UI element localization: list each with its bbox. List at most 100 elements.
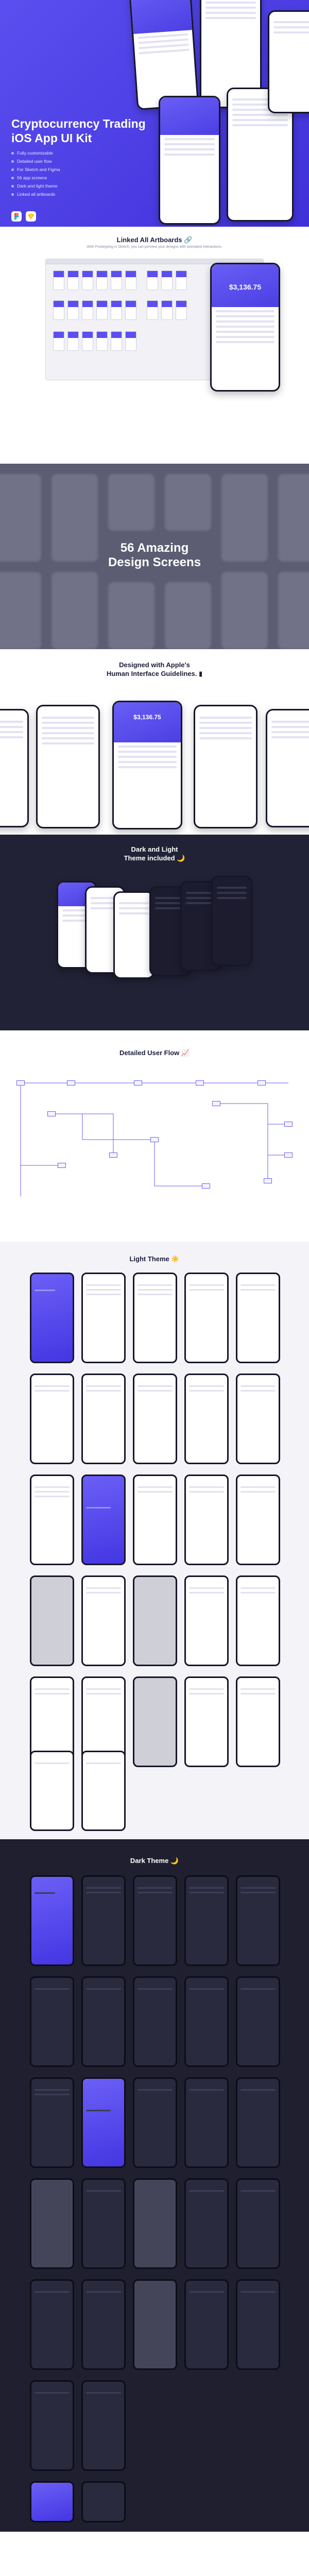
hero-section: $3,136.75 Cryptocurrency Trading iOS App… <box>0 0 309 227</box>
screen-thumb <box>184 1475 229 1565</box>
screens-title-line2: Design Screens <box>108 555 201 569</box>
artboard-thumb <box>96 300 108 320</box>
screen-thumb <box>30 2178 74 2269</box>
bullet-icon <box>11 184 14 188</box>
user-flow-section: Detailed User Flow 📈 <box>0 1030 309 1242</box>
screen-thumb <box>236 1575 280 1666</box>
screens-title-line1: 56 Amazing <box>120 541 189 555</box>
artboard-thumb <box>147 300 158 320</box>
bullet-icon <box>11 151 14 155</box>
flow-node <box>109 1153 117 1158</box>
screen-thumb <box>184 2279 229 2370</box>
artboard-thumb <box>53 331 64 351</box>
screen-thumb <box>133 1475 177 1565</box>
screen-thumb <box>30 2077 74 2168</box>
screen-thumb <box>30 1976 74 2067</box>
artboard-thumb <box>67 331 79 351</box>
sketch-icon <box>26 211 36 222</box>
screen-thumb <box>133 1273 177 1363</box>
screen-thumb <box>133 1575 177 1666</box>
screen-thumb <box>30 2481 74 2522</box>
section-title: Dark Theme 🌙 <box>130 1857 179 1865</box>
screen-thumb <box>81 2178 126 2269</box>
screen-thumb <box>133 2279 177 2370</box>
apple-icon: ▮ <box>199 670 203 677</box>
screen-thumb <box>133 2178 177 2269</box>
hero-phone-3 <box>159 96 220 225</box>
feature-item: For Sketch and Figma <box>11 167 60 172</box>
artboard-thumb <box>161 300 173 320</box>
screen-thumb <box>236 1976 280 2067</box>
feature-item: Detailed user flow <box>11 159 60 164</box>
screen-thumb <box>81 1273 126 1363</box>
bullet-icon <box>11 176 14 179</box>
light-phone-3 <box>113 891 154 979</box>
screen-thumb <box>236 2178 280 2269</box>
artboard-thumb <box>96 270 108 290</box>
artboard-thumb <box>67 270 79 290</box>
screen-thumb <box>81 2380 126 2471</box>
balance-amount: $3,136.75 <box>229 283 262 291</box>
blurred-screen <box>221 474 268 562</box>
section-title: Linked All Artboards 🔗 <box>116 236 193 244</box>
hero-phone-1: $3,136.75 <box>128 0 199 110</box>
hero-phone-4 <box>227 88 294 222</box>
flow-node <box>58 1163 66 1168</box>
bullet-icon <box>11 168 14 171</box>
hero-title-line1: Cryptocurrency Trading <box>11 117 146 130</box>
dark-light-section: Dark and Light Theme included 🌙 <box>0 835 309 1030</box>
screen-thumb <box>81 1374 126 1464</box>
screen-thumb <box>184 1374 229 1464</box>
balance-phone: $3,136.75 <box>210 263 280 392</box>
screen-thumb <box>184 1976 229 2067</box>
screen-thumb <box>184 1875 229 1966</box>
screen-thumb <box>236 1475 280 1565</box>
screen-thumb <box>184 2178 229 2269</box>
artboard-thumb <box>67 300 79 320</box>
section-title: Detailed User Flow 📈 <box>119 1049 190 1057</box>
screen-thumb <box>133 1676 177 1767</box>
dark-theme-section: Dark Theme 🌙 <box>0 1839 309 2532</box>
section-subtitle: With Prototyping in Sketch, you can prev… <box>87 245 222 249</box>
light-theme-section: Light Theme ☀️ <box>0 1242 309 1839</box>
screen-thumb <box>30 2279 74 2370</box>
blurred-screen <box>52 474 98 562</box>
screen-thumb <box>30 2380 74 2471</box>
hero-title-line2: iOS App UI Kit <box>11 131 92 145</box>
hig-phone-5 <box>266 709 309 827</box>
section-title: Light Theme ☀️ <box>129 1255 180 1263</box>
flow-node <box>284 1153 293 1158</box>
screen-thumb <box>184 1575 229 1666</box>
artboard-thumb <box>111 331 122 351</box>
hig-phone-3: $3,136.75 <box>112 701 182 829</box>
flow-node <box>212 1101 220 1106</box>
hig-phone-1 <box>0 709 29 827</box>
artboard-thumb <box>111 300 122 320</box>
section-title: Dark and Light Theme included 🌙 <box>124 845 185 862</box>
artboard-thumb <box>82 270 93 290</box>
hig-phone-4 <box>194 705 258 828</box>
screens-section: 56 Amazing Design Screens <box>0 464 309 649</box>
screen-thumb <box>236 2279 280 2370</box>
blurred-screen <box>0 572 41 649</box>
hig-phone-2 <box>36 705 100 828</box>
screen-thumb <box>133 1976 177 2067</box>
screen-thumb <box>236 1676 280 1767</box>
artboard-thumb <box>125 300 136 320</box>
linked-artboards-section: Linked All Artboards 🔗 With Prototyping … <box>0 227 309 464</box>
artboard-thumb <box>96 331 108 351</box>
artboard-thumb <box>82 300 93 320</box>
screen-thumb <box>30 1875 74 1966</box>
blurred-screen <box>221 572 268 649</box>
tool-badges <box>11 211 36 222</box>
flow-diagram <box>0 1062 309 1227</box>
screen-thumb <box>133 1875 177 1966</box>
artboard-thumb <box>176 300 187 320</box>
screen-thumb <box>133 2077 177 2168</box>
artboard-thumb <box>82 331 93 351</box>
artboard-thumb <box>111 270 122 290</box>
flow-node <box>67 1080 75 1086</box>
screen-thumb <box>81 2481 126 2522</box>
feature-item: Dark and light theme <box>11 183 60 189</box>
section-title: Designed with Apple's Human Interface Gu… <box>106 661 203 677</box>
